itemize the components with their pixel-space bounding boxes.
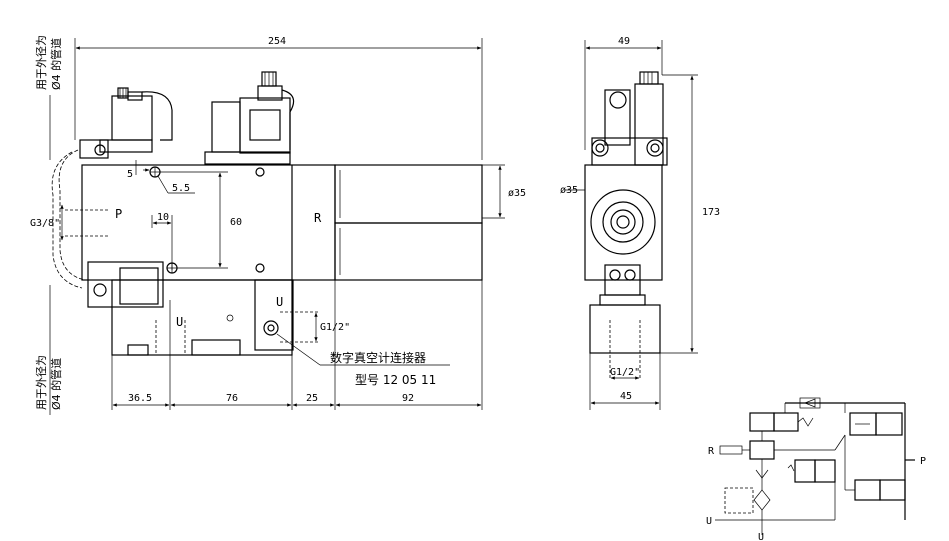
schematic-label-u-bottom: U xyxy=(758,532,764,541)
schematic-label-u-left: U xyxy=(706,516,712,527)
lower-block: U U G1/2" 数字真空计连接器 型号 12 05 11 xyxy=(87,261,450,387)
dim-25-label: 25 xyxy=(306,393,318,404)
label-u-top: U xyxy=(276,295,283,309)
label-u-body: U xyxy=(176,315,183,329)
dim-36-5-label: 36.5 xyxy=(128,393,152,404)
dim-overall-length: 254 xyxy=(74,36,483,160)
solenoid-left xyxy=(79,87,173,159)
dim-dia35-front: ø35 xyxy=(508,188,526,199)
pneumatic-schematic: P R U xyxy=(706,397,926,541)
tube-note-top: 用于外径为 Ø4 的管道 xyxy=(35,35,63,160)
dim-5-label: 5 xyxy=(127,169,133,180)
schematic-label-r: R xyxy=(708,446,715,457)
side-dim-173: 173 xyxy=(702,207,720,218)
tube-note-bottom: 用于外径为 Ø4 的管道 xyxy=(35,285,63,415)
tube-note-top-line2: Ø4 的管道 xyxy=(49,38,63,90)
silencer: ø35 xyxy=(334,164,526,281)
side-port-thread: G1/2" xyxy=(610,367,640,378)
side-dim-dia35: ø35 xyxy=(560,185,578,196)
schematic-label-p: P xyxy=(920,456,926,467)
note-connector: 数字真空计连接器 xyxy=(330,350,426,365)
dim-254-label: 254 xyxy=(268,36,286,47)
tube-note-top-line1: 用于外径为 xyxy=(35,35,48,90)
side-dim-49: 49 xyxy=(618,36,630,47)
dim-76-label: 76 xyxy=(226,393,238,404)
side-dim-45: 45 xyxy=(620,391,632,402)
side-view: 49 ø35 173 G1 xyxy=(560,36,720,410)
label-p: P xyxy=(115,207,122,221)
main-body: P G3/8" R 5 5.5 10 60 xyxy=(30,160,336,281)
dim-60-label: 60 xyxy=(230,217,242,228)
dim-92-label: 92 xyxy=(402,393,414,404)
dim-5-5-label: 5.5 xyxy=(172,183,190,194)
note-model: 型号 12 05 11 xyxy=(355,373,436,387)
tube-note-bottom-line1: 用于外径为 xyxy=(35,355,48,410)
front-view: 用于外径为 Ø4 的管道 用于外径为 Ø4 的管道 254 xyxy=(30,35,526,415)
dim-10-label: 10 xyxy=(157,212,169,223)
tube-left xyxy=(51,149,86,289)
port-thread-p: G3/8" xyxy=(30,218,60,229)
solenoid-right xyxy=(204,71,295,165)
label-r: R xyxy=(314,211,322,225)
tube-note-bottom-line2: Ø4 的管道 xyxy=(49,358,63,410)
dim-bottom-chain: 36.5 76 25 92 xyxy=(111,280,483,410)
